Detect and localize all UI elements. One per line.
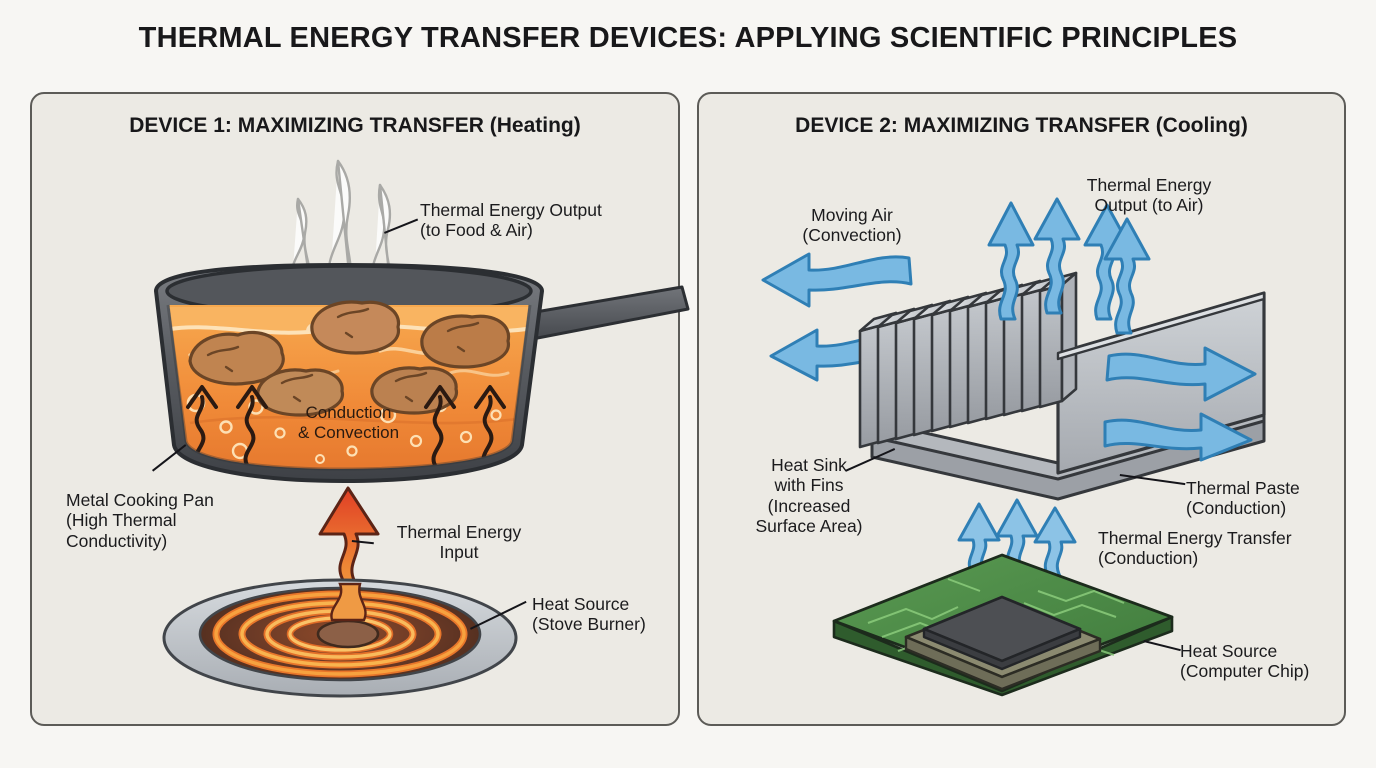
chip-thermal-arrows bbox=[957, 498, 1077, 612]
label-moving-air: Moving Air (Convection) bbox=[802, 205, 902, 246]
outgoing-air-arrows bbox=[1103, 346, 1257, 462]
label-metal-cooking-pan: Metal Cooking Pan (High Thermal Conducti… bbox=[66, 490, 214, 551]
page-title: THERMAL ENERGY TRANSFER DEVICES: APPLYIN… bbox=[138, 22, 1238, 54]
computer-chip-illustration bbox=[832, 553, 1174, 697]
label-thermal-energy-transfer: Thermal Energy Transfer (Conduction) bbox=[1098, 528, 1292, 569]
heat-sink-illustration bbox=[858, 271, 1266, 501]
thermal-output-arrow-extra bbox=[1103, 217, 1151, 335]
stove-burner-illustration bbox=[162, 578, 518, 698]
label-thermal-energy-input: Thermal Energy Input bbox=[396, 522, 522, 563]
label-thermal-energy-output: Thermal Energy Output (to Food & Air) bbox=[420, 200, 602, 241]
panel-title-device-1: DEVICE 1: MAXIMIZING TRANSFER (Heating) bbox=[129, 114, 581, 137]
label-heat-source-chip: Heat Source (Computer Chip) bbox=[1180, 641, 1310, 682]
label-thermal-energy-output-air: Thermal Energy Output (to Air) bbox=[1086, 175, 1212, 216]
label-heat-source-stove: Heat Source (Stove Burner) bbox=[532, 594, 646, 635]
label-conduction-convection: Conduction & Convection bbox=[297, 403, 400, 442]
label-heat-sink-with-fins: Heat Sink with Fins (Increased Surface A… bbox=[755, 455, 863, 537]
cooking-pan-illustration bbox=[154, 263, 690, 483]
panel-title-device-2: DEVICE 2: MAXIMIZING TRANSFER (Cooling) bbox=[795, 114, 1248, 137]
label-thermal-paste: Thermal Paste (Conduction) bbox=[1186, 478, 1300, 519]
